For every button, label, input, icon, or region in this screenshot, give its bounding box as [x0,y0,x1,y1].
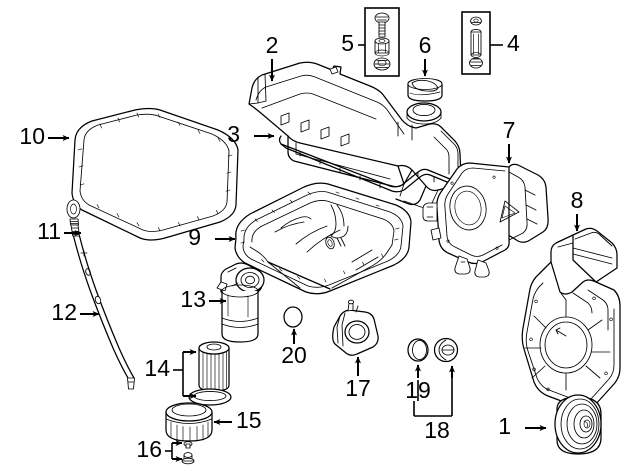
part-oil-filler-cap [407,78,443,102]
part-drain-plug-gasket [181,452,195,465]
part-dipstick-tube [72,235,135,390]
callout-label-14: 14 [144,355,170,381]
part-crankshaft-seal-o-ring [407,338,429,362]
part-oil-filter-o-ring [188,388,232,406]
callout-label-15: 15 [236,407,262,433]
callout-label-12: 12 [51,299,77,325]
part-drain-plug [183,441,193,449]
callout-label-4: 4 [507,30,520,56]
part-crankshaft-front-seal [433,337,459,363]
callout-label-9: 9 [188,224,201,250]
callout-label-19: 19 [405,377,431,403]
callout-label-10: 10 [19,123,45,149]
part-valve-cover-stud-kit-box [461,11,491,75]
callout-label-20: 20 [281,342,307,368]
callout-leader-16 [165,440,183,462]
part-oil-pump-pickup [332,299,379,356]
callout-label-16: 16 [136,436,162,462]
callout-label-2: 2 [266,32,279,58]
part-oil-filter-housing [216,262,265,343]
part-valve-cover [248,61,462,208]
callout-leader-18 [413,365,455,417]
callout-label-5: 5 [341,30,354,56]
callout-label-3: 3 [227,121,240,147]
part-valve-cover-bolt-kit-box [364,7,400,77]
part-oil-pan [234,182,412,295]
part-crankshaft-pulley [554,394,602,455]
part-timing-cover-upper [422,162,549,278]
part-oil-filter-element [198,341,230,392]
callout-label-17: 17 [345,375,371,401]
part-oil-level-dipstick [66,199,81,237]
part-timing-cover-lower [521,227,621,410]
part-oil-pan-gasket [71,107,239,241]
callout-label-1: 1 [498,413,511,439]
part-oil-pan-plug-o-ring [283,306,303,328]
callout-leader-14 [173,349,197,399]
callout-label-11: 11 [37,218,61,244]
callout-label-7: 7 [503,117,516,143]
callout-label-18: 18 [424,417,450,443]
callout-label-8: 8 [571,187,584,213]
part-oil-filter-cap [165,402,213,442]
callout-label-13: 13 [180,286,206,312]
callout-label-6: 6 [419,32,432,58]
